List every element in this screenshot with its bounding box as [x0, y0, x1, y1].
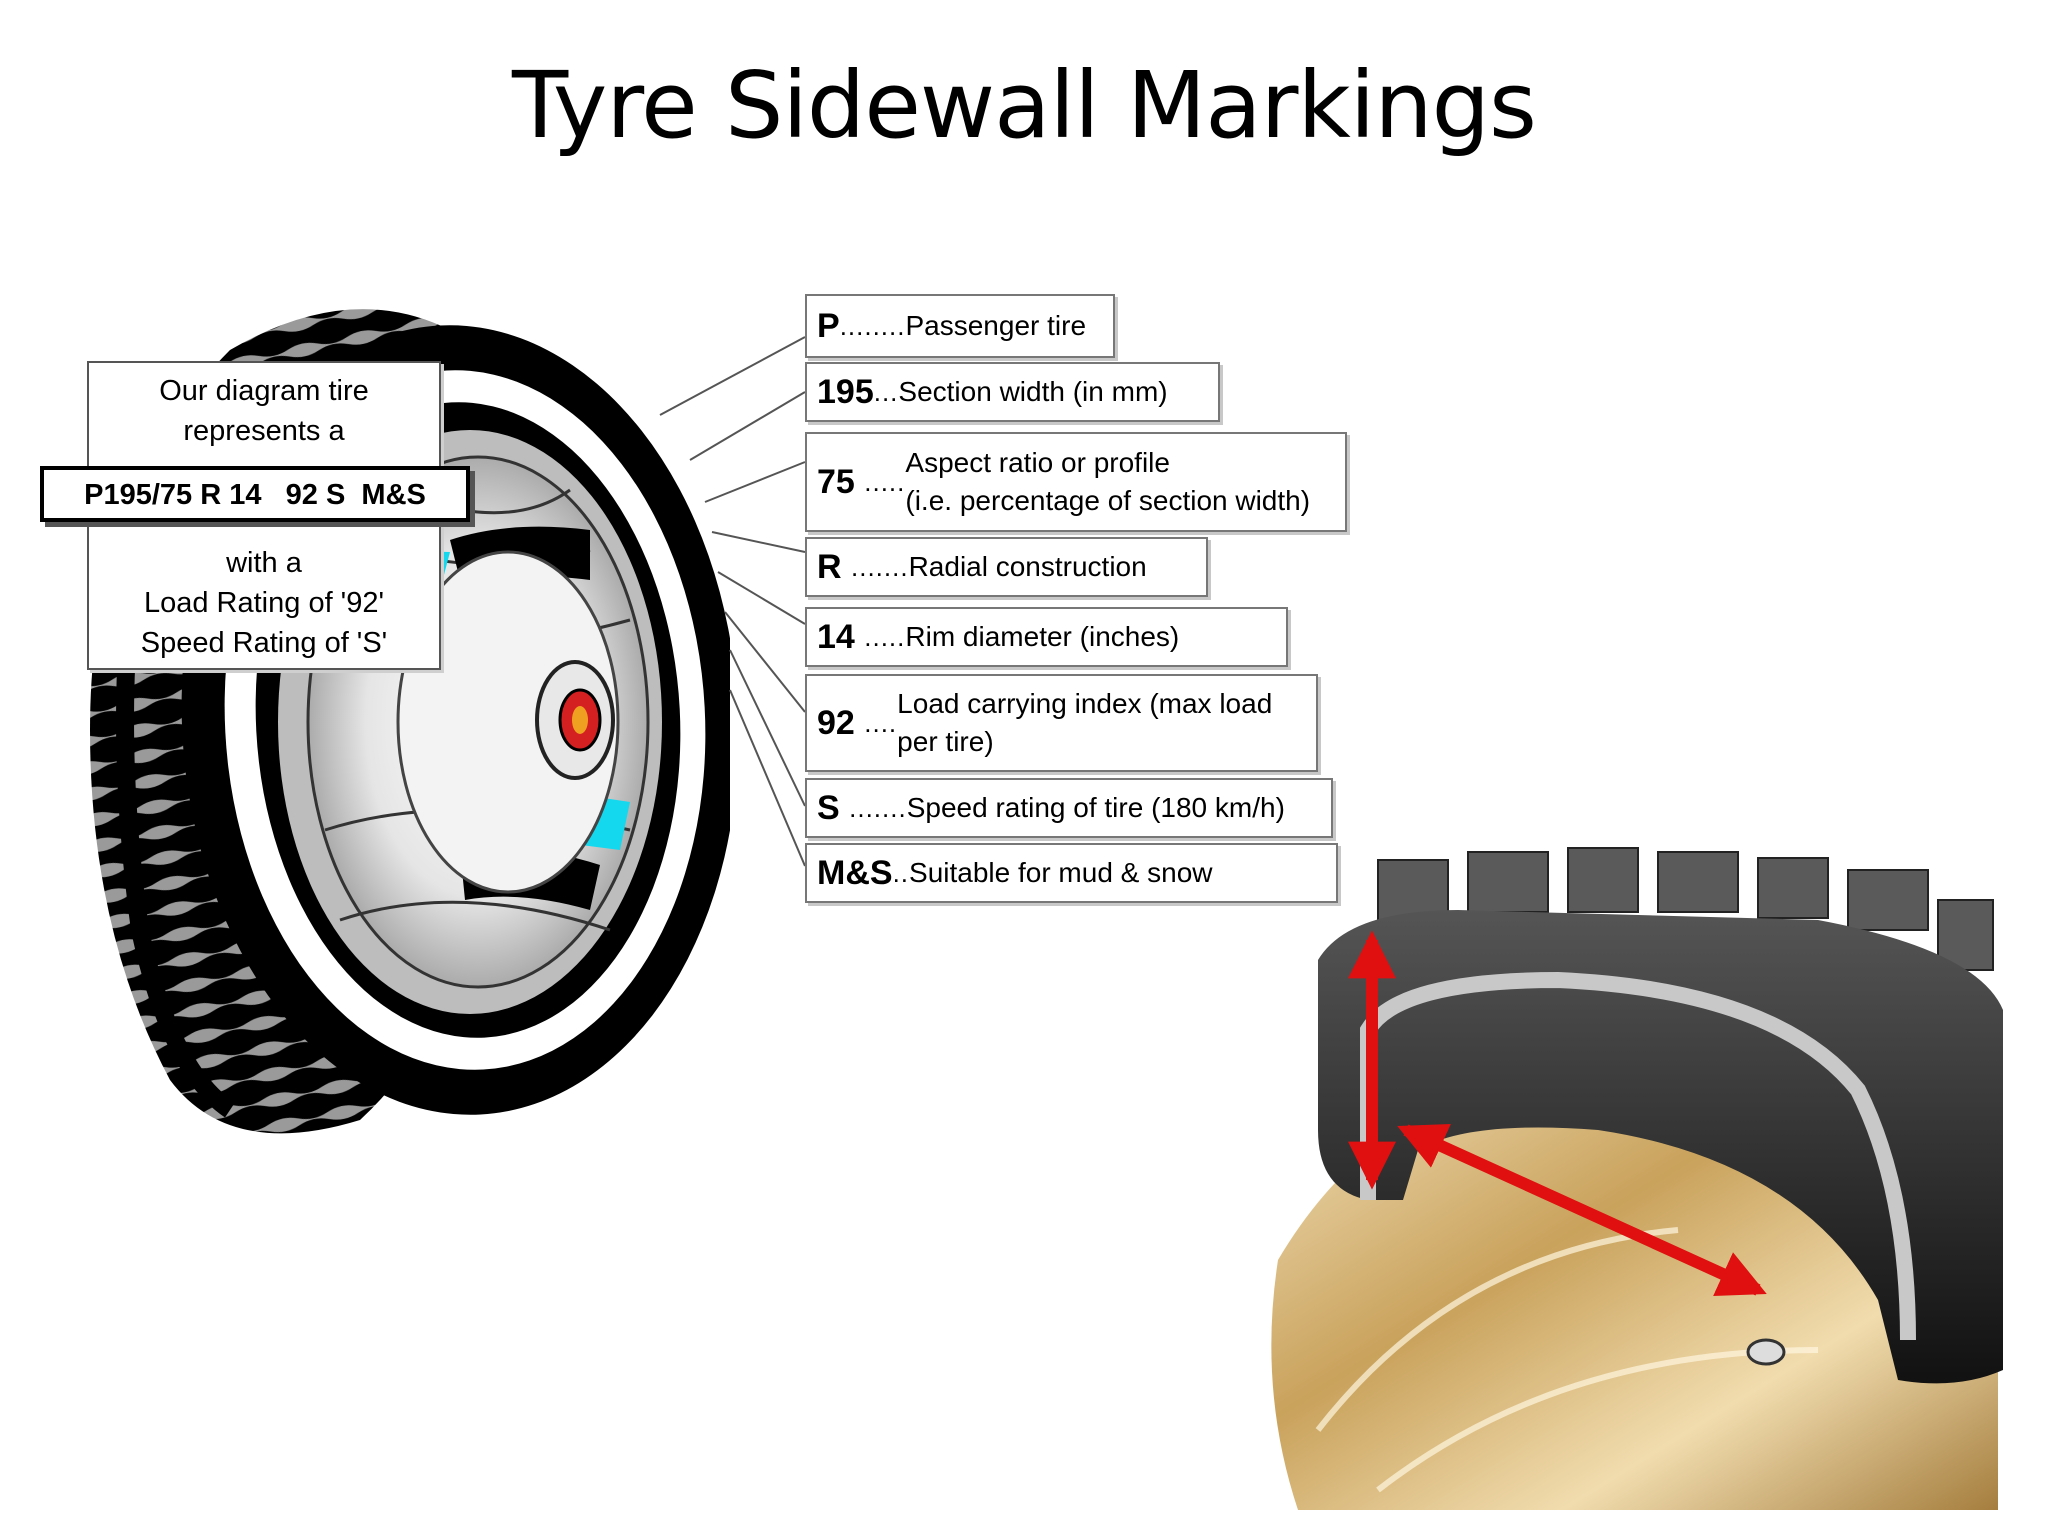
marking-radial: R .......Radial construction: [805, 537, 1208, 597]
marking-dots: .......: [851, 552, 909, 583]
marking-code: R: [817, 548, 851, 587]
marking-desc: Aspect ratio or profile: [905, 447, 1170, 478]
marking-code: M&S: [817, 854, 893, 893]
marking-dots: ..: [893, 858, 909, 889]
marking-code: S: [817, 789, 849, 828]
marking-dots: ...: [874, 377, 899, 408]
marking-dots: ........: [840, 311, 906, 342]
marking-code: 195: [817, 373, 874, 412]
marking-desc: Passenger tire: [905, 307, 1086, 345]
callout-line: Our diagram tire: [89, 371, 439, 411]
marking-desc: Speed rating of tire (180 km/h): [907, 789, 1285, 827]
marking-dots: .......: [849, 793, 907, 824]
marking-code: 92: [817, 704, 864, 743]
marking-section-width: 195...Section width (in mm): [805, 362, 1220, 422]
callout-line: Speed Rating of 'S': [89, 623, 439, 663]
marking-code: 75: [817, 463, 864, 502]
callout-line: Load Rating of '92': [89, 583, 439, 623]
tire-code-box: P195/75 R 14 92 S M&S: [40, 466, 470, 522]
marking-desc: Load carrying index (max load: [897, 688, 1272, 719]
marking-load-index: 92 ....Load carrying index (max load per …: [805, 674, 1318, 772]
marking-code: P: [817, 307, 840, 346]
marking-desc: Radial construction: [909, 548, 1147, 586]
marking-desc-2: (i.e. percentage of section width): [905, 485, 1310, 516]
marking-dots: ....: [864, 708, 897, 739]
marking-speed-rating: S .......Speed rating of tire (180 km/h): [805, 778, 1333, 838]
marking-desc: Rim diameter (inches): [905, 618, 1179, 656]
marking-dots: .....: [864, 622, 905, 653]
marking-rim-diameter: 14 .....Rim diameter (inches): [805, 607, 1288, 667]
marking-desc-2: per tire): [897, 726, 993, 757]
marking-aspect-ratio: 75 .....Aspect ratio or profile (i.e. per…: [805, 432, 1347, 532]
marking-desc: Section width (in mm): [898, 373, 1167, 411]
marking-code: 14: [817, 618, 864, 657]
callout-line: with a: [89, 543, 439, 583]
callout-line: represents a: [89, 411, 439, 451]
marking-passenger: P........Passenger tire: [805, 294, 1115, 358]
marking-dots: .....: [864, 467, 905, 498]
tire-cross-section: [1258, 830, 2008, 1510]
marking-desc: Suitable for mud & snow: [909, 854, 1213, 892]
